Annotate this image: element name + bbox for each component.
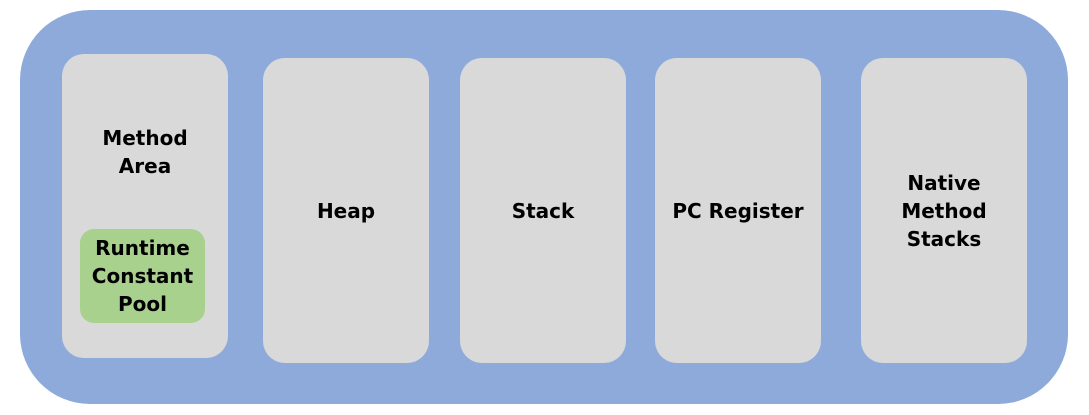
runtime-constant-pool-box: Runtime Constant Pool — [80, 229, 205, 323]
pc-register-box: PC Register — [655, 58, 821, 363]
runtime-constant-pool-label: Runtime Constant Pool — [91, 236, 194, 316]
native-method-stacks-label: Native Method Stacks — [901, 170, 987, 251]
native-method-stacks-box: Native Method Stacks — [861, 58, 1027, 363]
heap-label: Heap — [316, 198, 376, 223]
method-area-label: Method Area — [102, 126, 188, 178]
stack-box: Stack — [460, 58, 626, 363]
pc-register-label: PC Register — [672, 198, 804, 223]
stack-label: Stack — [511, 198, 575, 223]
heap-box: Heap — [263, 58, 429, 363]
